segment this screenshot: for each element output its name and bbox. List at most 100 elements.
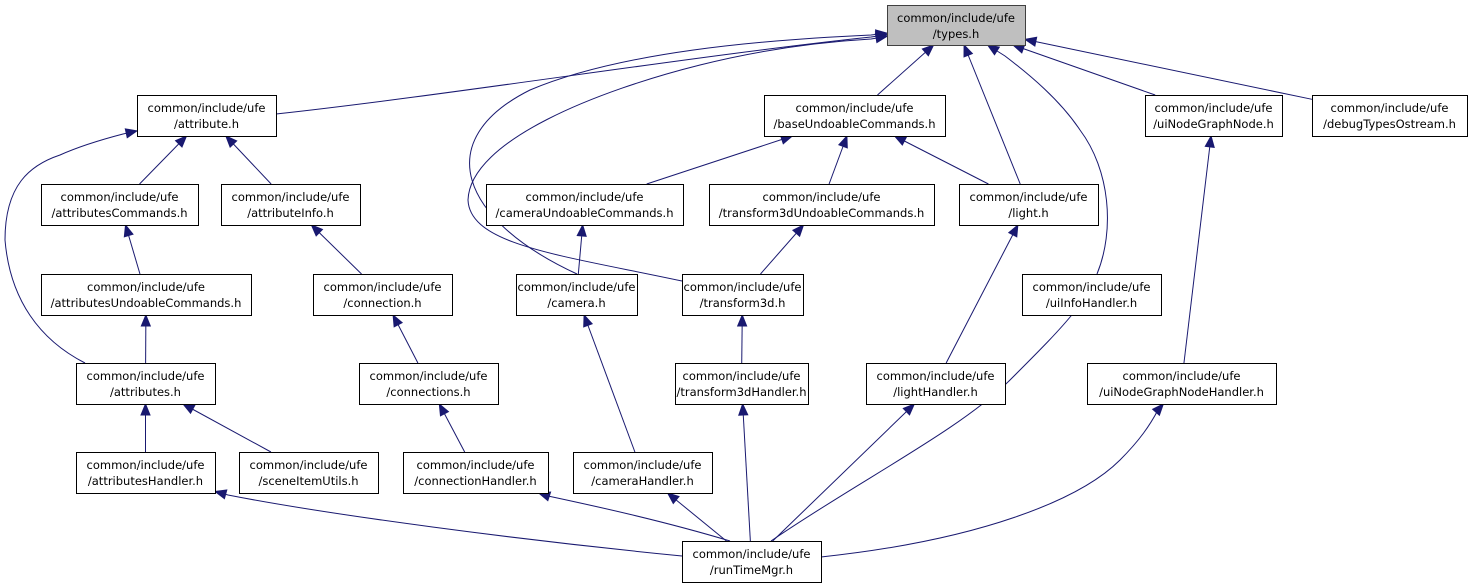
node-file-label: /connections.h — [386, 385, 470, 399]
edge-runTimeMgr-to-connectionHandler — [537, 491, 731, 542]
node-box[interactable] — [573, 452, 713, 494]
edge-attributes-to-attributesUndoableCommands — [140, 313, 152, 364]
node-attribute[interactable]: common/include/ufe/attribute.h — [137, 95, 277, 137]
node-box[interactable] — [76, 363, 216, 405]
edge-runTimeMgr-to-transform3dHandler — [738, 402, 751, 542]
edge-connection-to-attributeInfo — [310, 224, 362, 275]
node-file-label: /lightHandler.h — [893, 385, 978, 399]
node-box[interactable] — [137, 95, 277, 137]
edge-light-to-baseUndoableCommands — [893, 135, 989, 185]
node-lightHandler[interactable]: common/include/ufe/lightHandler.h — [866, 363, 1006, 405]
node-box[interactable] — [959, 184, 1099, 226]
edge-runTimeMgr-to-attributesHandler — [213, 489, 683, 557]
node-box[interactable] — [41, 184, 199, 226]
node-box[interactable] — [359, 363, 499, 405]
arrowhead-icon — [1151, 403, 1165, 417]
node-attributeInfo[interactable]: common/include/ufe/attributeInfo.h — [221, 184, 361, 226]
node-attributesHandler[interactable]: common/include/ufe/attributesHandler.h — [76, 452, 216, 494]
node-sceneItemUtils[interactable]: common/include/ufe/sceneItemUtils.h — [239, 452, 379, 494]
node-box[interactable] — [239, 452, 379, 494]
node-box[interactable] — [76, 452, 216, 494]
node-path-label: common/include/ufe — [796, 101, 914, 115]
node-box[interactable] — [1022, 274, 1162, 316]
node-box[interactable] — [709, 184, 935, 226]
node-path-label: common/include/ufe — [526, 190, 644, 204]
node-path-label: common/include/ufe — [87, 280, 205, 294]
node-path-label: common/include/ufe — [61, 190, 179, 204]
node-path-label: common/include/ufe — [584, 458, 702, 472]
node-cameraUndoableCommands[interactable]: common/include/ufe/cameraUndoableCommand… — [486, 184, 684, 226]
edge-debugTypesOstream-to-types — [1023, 36, 1313, 100]
node-connection[interactable]: common/include/ufe/connection.h — [313, 274, 453, 316]
edge-line — [469, 32, 888, 275]
node-uiNodeGraphNodeHandler[interactable]: common/include/ufe/uiNodeGraphNodeHandle… — [1087, 363, 1277, 405]
edge-transform3dUndoableCommands-to-baseUndoableCommands — [828, 134, 848, 185]
arrowhead-icon — [736, 313, 748, 327]
arrowhead-icon — [963, 43, 974, 58]
node-box[interactable] — [41, 274, 252, 316]
arrowhead-icon — [576, 223, 587, 237]
node-path-label: common/include/ufe — [684, 280, 802, 294]
node-types[interactable]: common/include/ufe/types.h — [887, 5, 1026, 46]
node-attributes[interactable]: common/include/ufe/attributes.h — [76, 363, 216, 405]
edge-attributesHandler-to-attributes — [140, 402, 151, 452]
node-runTimeMgr[interactable]: common/include/ufe/runTimeMgr.h — [682, 541, 822, 583]
node-box[interactable] — [675, 363, 809, 405]
node-box[interactable] — [516, 274, 638, 316]
node-baseUndoableCommands[interactable]: common/include/ufe/baseUndoableCommands.… — [764, 95, 946, 137]
node-box[interactable] — [887, 5, 1026, 46]
edge-cameraHandler-to-camera — [583, 313, 636, 453]
edge-attributes-to-attribute — [4, 128, 139, 364]
edge-line — [770, 310, 1076, 542]
node-box[interactable] — [764, 95, 946, 137]
arrowhead-icon — [310, 224, 324, 237]
edge-line — [538, 492, 731, 542]
node-box[interactable] — [1087, 363, 1277, 405]
arrowhead-icon — [1204, 134, 1215, 149]
node-path-label: common/include/ufe — [683, 369, 801, 383]
node-cameraHandler[interactable]: common/include/ufe/cameraHandler.h — [573, 452, 713, 494]
node-file-label: /connectionHandler.h — [414, 474, 536, 488]
node-box[interactable] — [313, 274, 453, 316]
node-transform3dHandler[interactable]: common/include/ufe/transform3dHandler.h — [675, 363, 809, 405]
node-box[interactable] — [1145, 95, 1283, 137]
node-transform3d[interactable]: common/include/ufe/transform3d.h — [682, 274, 804, 316]
edge-line — [182, 403, 272, 453]
nodes-layer: common/include/ufe/types.hcommon/include… — [41, 5, 1468, 583]
arrowhead-icon — [902, 403, 916, 416]
edge-runTimeMgr-to-uiNodeGraphNodeHandler — [820, 403, 1165, 558]
node-path-label: common/include/ufe — [232, 190, 350, 204]
node-transform3dUndoableCommands[interactable]: common/include/ufe/transform3dUndoableCo… — [709, 184, 935, 226]
node-path-label: common/include/ufe — [87, 458, 205, 472]
node-box[interactable] — [221, 184, 361, 226]
node-path-label: common/include/ufe — [897, 11, 1015, 25]
node-attributesCommands[interactable]: common/include/ufe/attributesCommands.h — [41, 184, 199, 226]
edge-attributeInfo-to-attribute — [224, 135, 272, 185]
node-camera[interactable]: common/include/ufe/camera.h — [516, 274, 638, 316]
edge-attributesUndoableCommands-to-attributesCommands — [123, 223, 141, 275]
node-attributesUndoableCommands[interactable]: common/include/ufe/attributesUndoableCom… — [41, 274, 252, 316]
arrowhead-icon — [874, 33, 889, 44]
arrowhead-icon — [738, 402, 749, 416]
arrowhead-icon — [124, 128, 139, 139]
node-box[interactable] — [403, 452, 549, 494]
node-light[interactable]: common/include/ufe/light.h — [959, 184, 1099, 226]
arrowhead-icon — [174, 135, 188, 148]
node-box[interactable] — [866, 363, 1006, 405]
edge-line — [4, 130, 138, 364]
node-box[interactable] — [486, 184, 684, 226]
node-box[interactable] — [682, 274, 804, 316]
node-uiNodeGraphNode[interactable]: common/include/ufe/uiNodeGraphNode.h — [1145, 95, 1283, 137]
node-file-label: /attributes.h — [110, 385, 181, 399]
node-uiInfoHandler[interactable]: common/include/ufe/uiInfoHandler.h — [1022, 274, 1162, 316]
node-connectionHandler[interactable]: common/include/ufe/connectionHandler.h — [403, 452, 549, 494]
node-box[interactable] — [682, 541, 822, 583]
edge-runTimeMgr-to-uiInfoHandler — [770, 303, 1083, 542]
edge-camera-to-cameraUndoableCommands — [576, 223, 587, 275]
node-file-label: /transform3d.h — [700, 296, 786, 310]
node-debugTypesOstream[interactable]: common/include/ufe/debugTypesOstream.h — [1312, 95, 1468, 137]
node-connections[interactable]: common/include/ufe/connections.h — [359, 363, 499, 405]
edge-line — [963, 44, 1021, 185]
node-box[interactable] — [1312, 95, 1468, 137]
